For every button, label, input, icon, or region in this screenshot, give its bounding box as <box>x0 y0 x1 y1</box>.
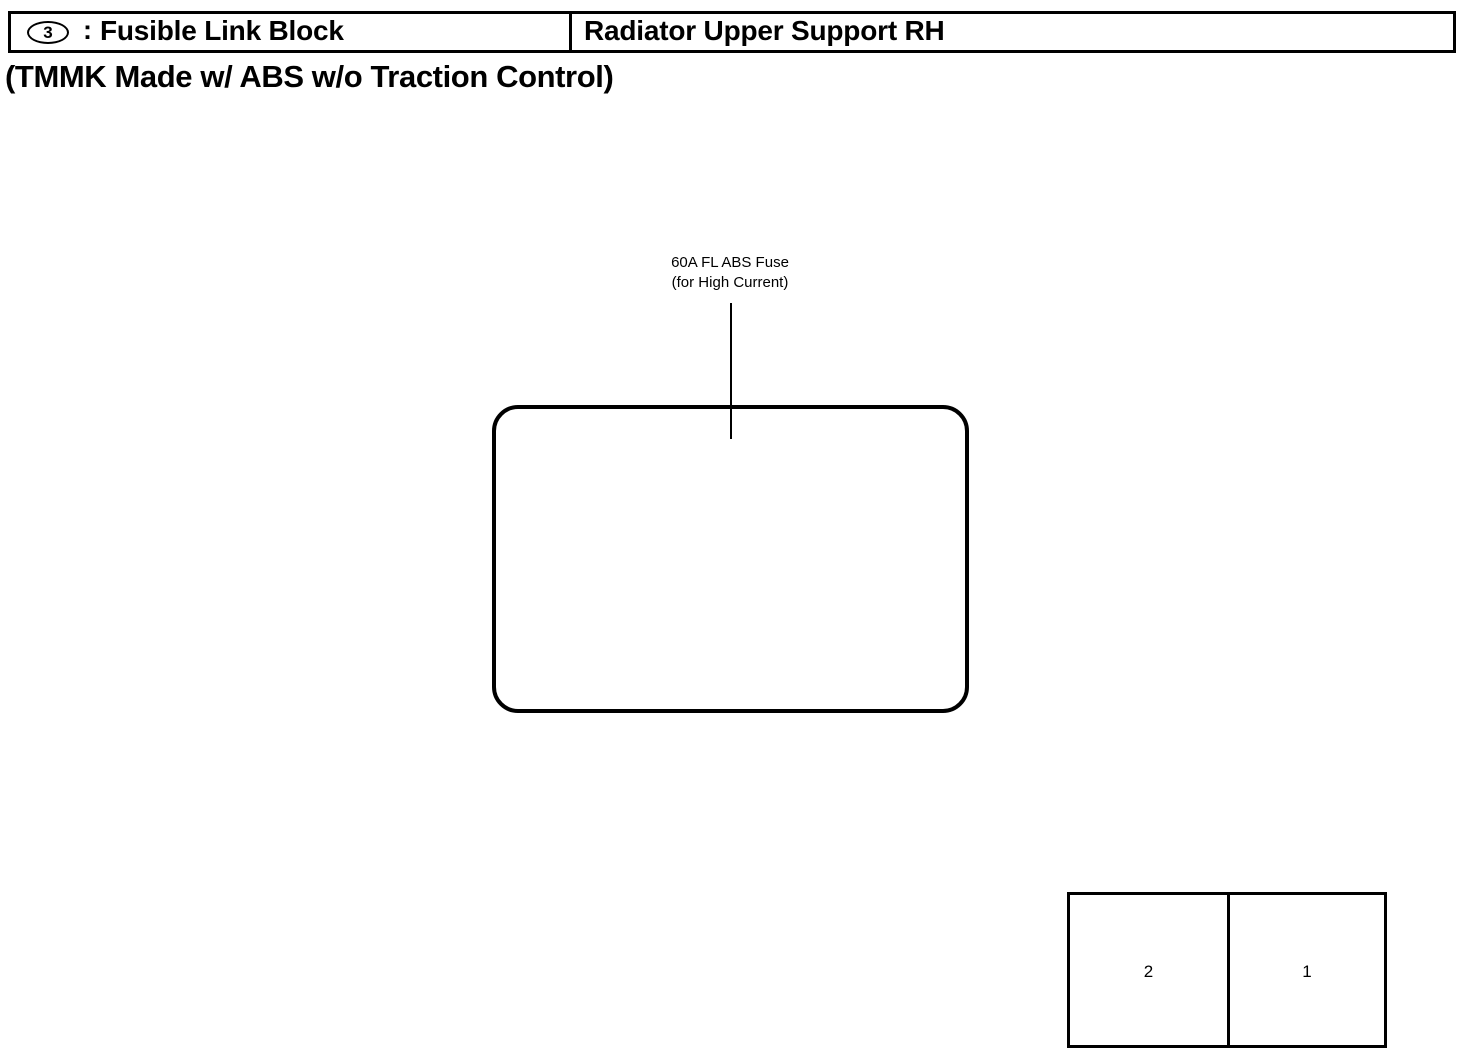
callout-leader-line <box>730 303 732 439</box>
fuse-callout-label: 60A FL ABS Fuse (for High Current) <box>610 253 850 294</box>
fuse-slot-number: 1 <box>1302 961 1312 981</box>
legend-separator: : <box>83 14 92 45</box>
fusible-link-block-diagram: 60A FL ABS Fuse (for High Current) 2 1 <box>492 253 1387 1048</box>
legend-cell-location: Radiator Upper Support RH <box>569 14 1453 50</box>
variant-subtitle: (TMMK Made w/ ABS w/o Traction Control) <box>5 59 614 94</box>
legend-cell-component: 3 : Fusible Link Block <box>11 14 569 50</box>
fuse-slot-2: 2 <box>1070 895 1227 1045</box>
fuse-callout-line-1: 60A FL ABS Fuse <box>671 254 789 271</box>
legend-table: 3 : Fusible Link Block Radiator Upper Su… <box>8 11 1456 53</box>
fuse-slot-number: 2 <box>1143 961 1154 981</box>
fuse-cavity: 2 1 <box>1067 892 1387 1048</box>
fusible-link-block-housing: 2 1 <box>492 405 1387 1048</box>
component-name-label: Fusible Link Block <box>100 15 344 46</box>
fuse-callout-line-2: (for High Current) <box>671 274 789 292</box>
location-label: Radiator Upper Support RH <box>584 15 945 46</box>
fuse-slot-1: 1 <box>1227 895 1384 1045</box>
reference-number-badge: 3 <box>27 20 69 44</box>
